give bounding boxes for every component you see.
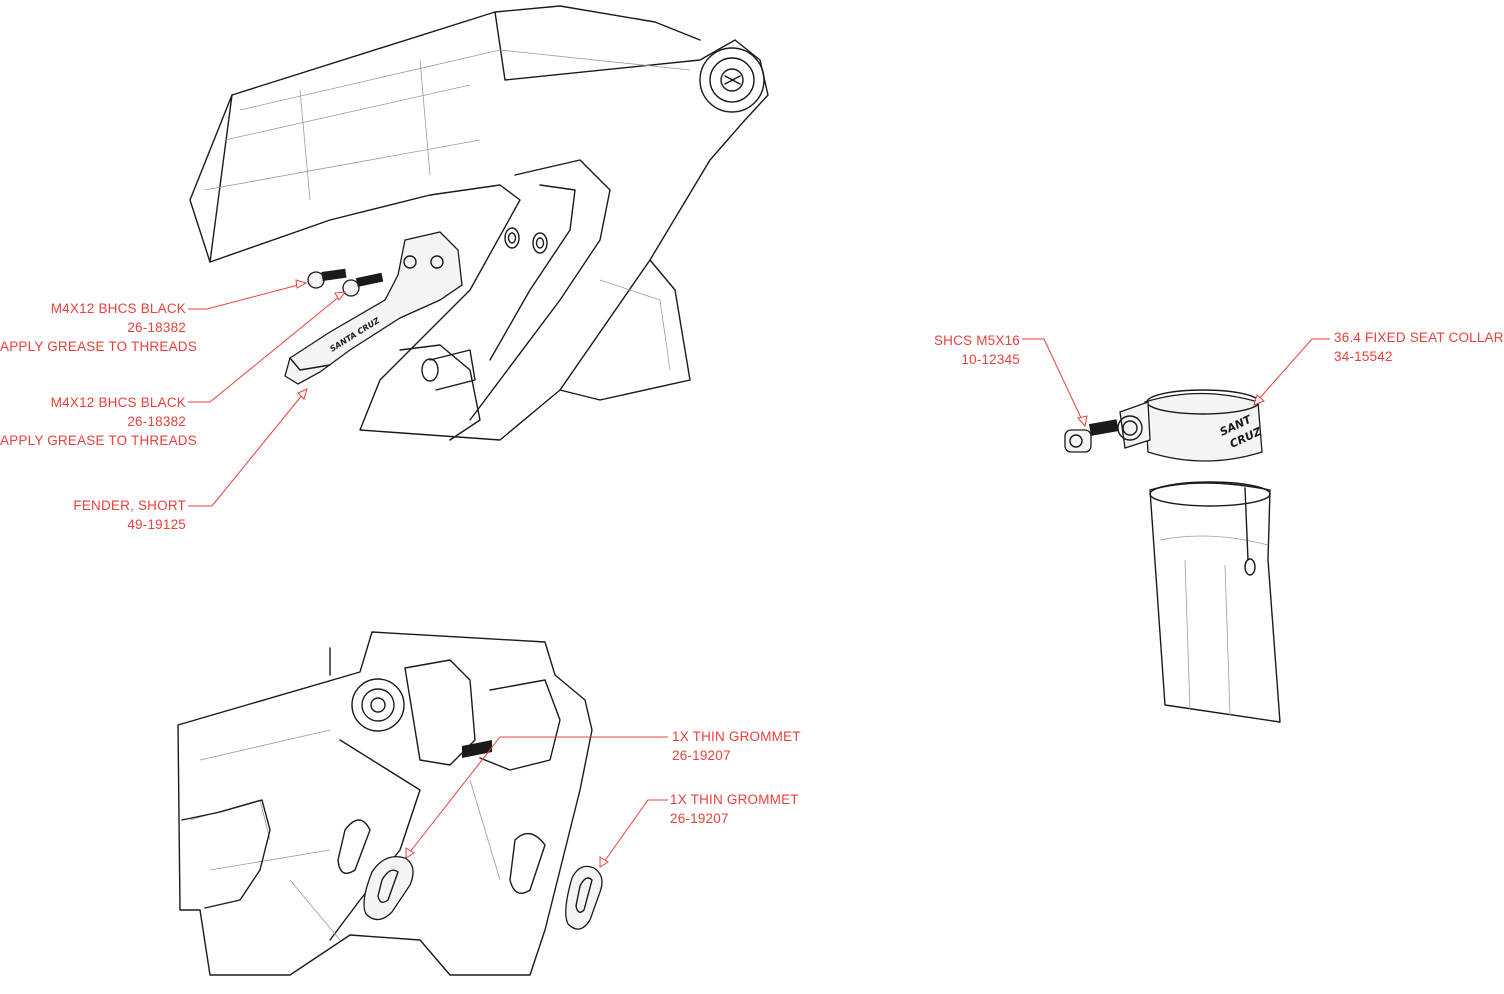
top-frame-drawing	[189, 5, 769, 441]
bolt1-name: M4X12 BHCS BLACK	[50, 301, 186, 316]
collar-part-number: 34-15542	[1334, 349, 1393, 364]
bottom-frame-drawing	[177, 631, 593, 976]
fender-part-number: 49-19125	[127, 517, 186, 532]
callout-collar: 36.4 FIXED SEAT COLLAR 34-15542	[1334, 328, 1504, 366]
bolt1-arrow	[295, 279, 308, 289]
right-leaders	[1022, 338, 1330, 428]
grommet2-arrow	[599, 856, 609, 868]
callout-bolt1: M4X12 BHCS BLACK 26-18382 APPLY GREASE T…	[0, 299, 197, 356]
collar-arrow	[1253, 394, 1265, 406]
seat-collar-drawing: SANT CRUZ	[1064, 389, 1281, 723]
grommet1-arrow	[405, 847, 415, 859]
bottom-leaders	[405, 736, 668, 868]
grommet2-part-number: 26-19207	[670, 811, 729, 826]
callout-grommet2: 1X THIN GROMMET 26-19207	[670, 790, 820, 828]
shcs-name: SHCS M5X16	[933, 333, 1020, 348]
fender-name: FENDER, SHORT	[73, 498, 186, 513]
grommet1-name: 1X THIN GROMMET	[672, 729, 801, 744]
shcs-arrow	[1077, 415, 1088, 428]
bolt2-note: APPLY GREASE TO THREADS	[0, 433, 197, 448]
grommet-installed	[363, 855, 414, 921]
grommet-parts	[363, 855, 603, 930]
fender-bolts	[307, 268, 384, 297]
bolt1-note: APPLY GREASE TO THREADS	[0, 339, 197, 354]
collar-name: 36.4 FIXED SEAT COLLAR	[1334, 330, 1504, 345]
callout-shcs: SHCS M5X16 10-12345	[900, 331, 1020, 369]
callout-grommet1: 1X THIN GROMMET 26-19207	[672, 727, 822, 765]
fender-arrow	[297, 388, 308, 400]
bolt2-name: M4X12 BHCS BLACK	[50, 395, 186, 410]
bolt2-part-number: 26-18382	[127, 414, 186, 429]
callout-fender: FENDER, SHORT 49-19125	[0, 496, 186, 534]
grommet-loose	[565, 865, 603, 930]
grommet2-name: 1X THIN GROMMET	[670, 792, 799, 807]
top-left-leaders	[188, 279, 347, 507]
grommet1-part-number: 26-19207	[672, 748, 731, 763]
shcs-part-number: 10-12345	[961, 352, 1020, 367]
bolt2-arrow	[334, 291, 347, 301]
callout-bolt2: M4X12 BHCS BLACK 26-18382 APPLY GREASE T…	[0, 393, 197, 450]
bolt1-part-number: 26-18382	[127, 320, 186, 335]
